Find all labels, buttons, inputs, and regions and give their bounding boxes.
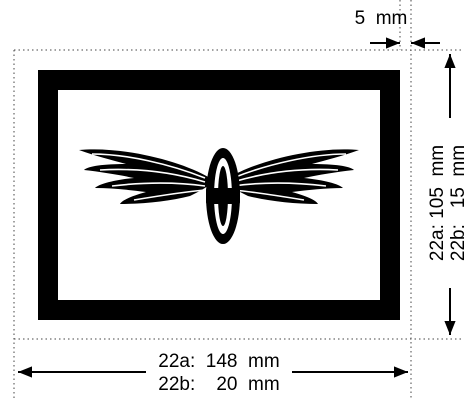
height-dimension-label-a: 22a: 105 mm [427, 145, 448, 261]
height-dimension-label-b: 22b: 15 mm [448, 145, 464, 261]
dimension-arrows [18, 37, 456, 378]
width-dimension-label-b: 22b: 20 mm [158, 374, 279, 395]
dotted-guide-lines [13, 0, 464, 400]
gap-dimension-label: 5 mm [355, 8, 408, 29]
width-dimension-label-a: 22a: 148 mm [158, 351, 279, 372]
winged-wheel-icon [79, 148, 359, 244]
